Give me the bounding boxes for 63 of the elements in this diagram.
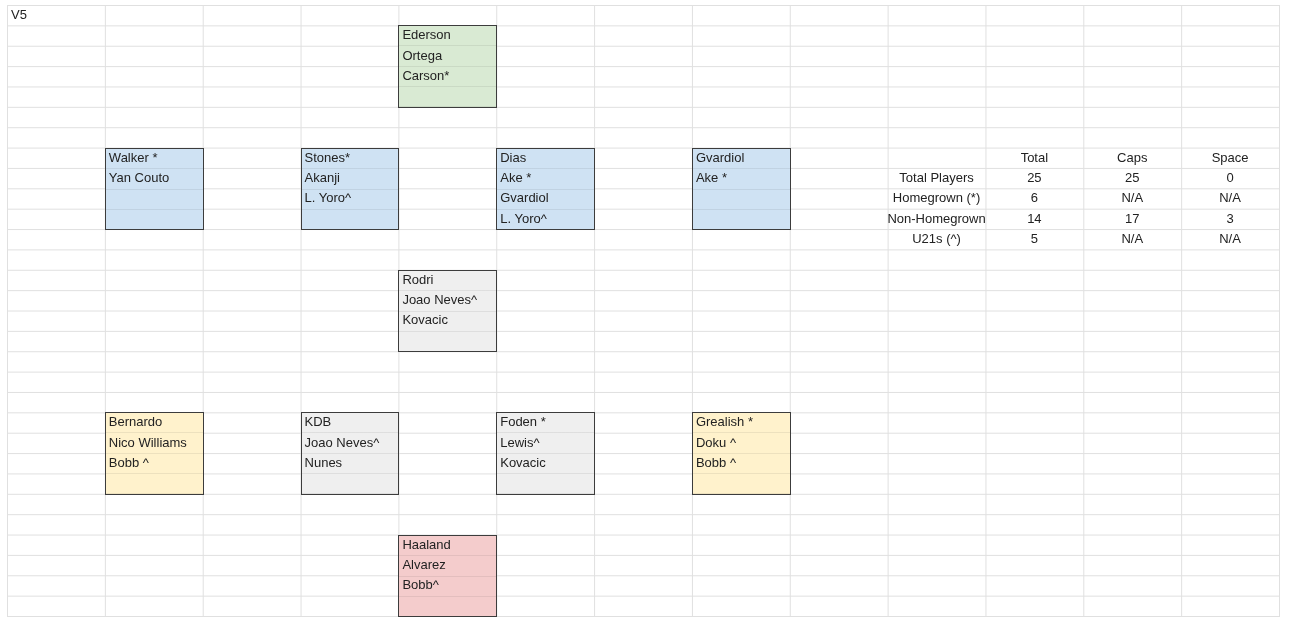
stat-value: 17 — [1125, 209, 1140, 228]
position-box — [104, 147, 204, 230]
player-name: Carson* — [402, 67, 450, 86]
stat-value: N/A — [1121, 230, 1144, 249]
row-header: Homegrown (*) — [892, 189, 981, 208]
player-name: L. Yoro^ — [304, 189, 352, 208]
player-name: Joao Neves^ — [402, 291, 478, 310]
player-name: Gvardiol — [500, 189, 549, 208]
row-header: U21s (^) — [912, 230, 961, 249]
position-box — [496, 147, 596, 230]
player-name: Yan Couto — [108, 168, 170, 187]
stat-value: 5 — [1030, 230, 1038, 249]
stat-value: N/A — [1219, 230, 1241, 249]
player-name: Nunes — [304, 454, 343, 473]
stat-value: 6 — [1030, 189, 1038, 208]
column-header: Caps — [1117, 148, 1148, 167]
player-name: Doku ^ — [695, 433, 736, 452]
player-name: Bobb^ — [402, 576, 439, 595]
stat-value: 3 — [1226, 209, 1234, 228]
player-name: Ederson — [402, 26, 451, 45]
row-header: Non-Homegrown — [887, 209, 986, 228]
player-name: Joao Neves^ — [304, 433, 380, 452]
player-name: Walker * — [108, 148, 158, 167]
column-header: Space — [1211, 148, 1249, 167]
position-box — [300, 412, 400, 495]
column-header: Total — [1020, 148, 1049, 167]
position-box — [398, 269, 498, 353]
stat-value: N/A — [1121, 189, 1144, 208]
position-box — [104, 412, 204, 495]
player-name: Foden * — [500, 413, 546, 432]
stat-value: 0 — [1226, 168, 1234, 187]
player-name: Kovacic — [500, 454, 546, 473]
stat-value: 25 — [1027, 168, 1042, 187]
player-name: Alvarez — [402, 555, 446, 574]
player-name: Ortega — [402, 46, 443, 65]
player-name: Bernardo — [108, 413, 163, 432]
player-name: Ake * — [500, 168, 532, 187]
row-header: Total Players — [899, 168, 974, 187]
position-box — [398, 25, 498, 108]
player-name: Stones* — [304, 148, 351, 167]
sheet-title: V5 — [11, 6, 27, 24]
position-box — [691, 147, 791, 230]
position-box — [398, 534, 498, 617]
stat-value: 14 — [1027, 209, 1042, 228]
player-name: Kovacic — [402, 311, 448, 330]
stat-value: 25 — [1125, 168, 1140, 187]
player-name: Akanji — [304, 168, 340, 187]
position-box — [496, 412, 596, 495]
player-name: Dias — [500, 148, 527, 167]
player-name: Haaland — [402, 535, 451, 554]
position-box — [300, 147, 400, 230]
player-name: Bobb ^ — [695, 454, 736, 473]
player-name: Bobb ^ — [108, 454, 149, 473]
player-name: L. Yoro^ — [500, 209, 547, 228]
player-name: Lewis^ — [500, 433, 540, 452]
position-box — [691, 412, 791, 495]
player-name: Nico Williams — [108, 433, 187, 452]
player-name: Rodri — [402, 270, 434, 289]
stat-value: N/A — [1219, 189, 1241, 208]
player-name: Gvardiol — [695, 148, 745, 167]
player-name: KDB — [304, 413, 332, 432]
player-name: Grealish * — [695, 413, 753, 432]
player-name: Ake * — [695, 168, 727, 187]
